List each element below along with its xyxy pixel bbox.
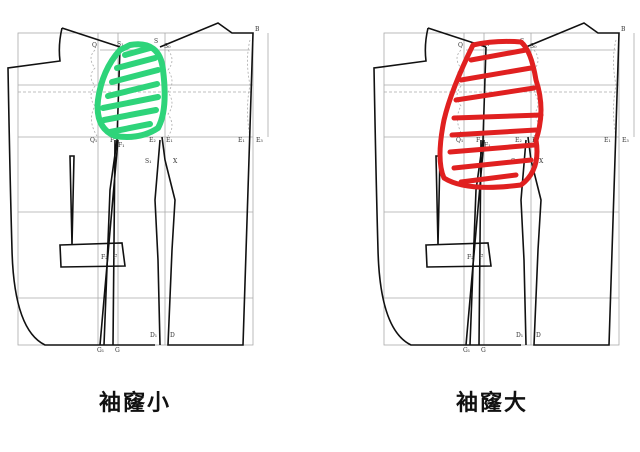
diagram-small-armhole	[7, 22, 269, 355]
diagram-large-armhole	[373, 22, 635, 355]
green-highlight-scribble	[94, 41, 168, 140]
red-highlight-scribble	[437, 38, 544, 190]
caption-large-armhole: 袖窿大	[455, 391, 529, 416]
caption-small-armhole: 袖窿小	[98, 391, 172, 416]
